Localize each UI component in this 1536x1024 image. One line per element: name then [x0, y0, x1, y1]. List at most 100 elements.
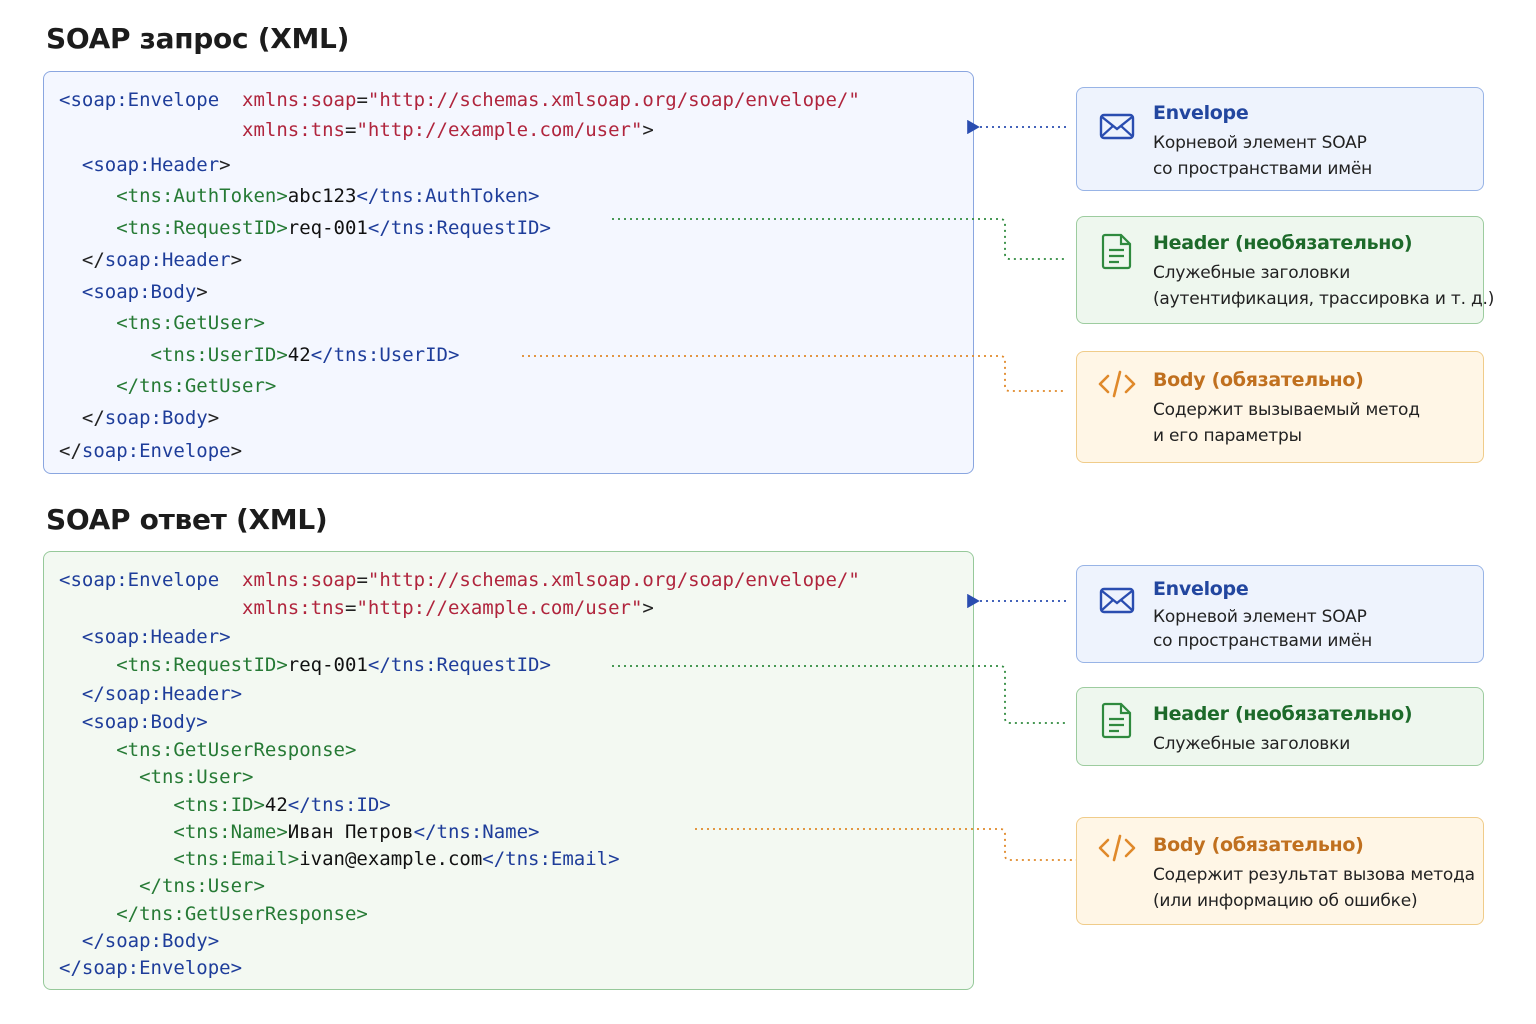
callout-text: Корневой элемент SOAP — [1153, 607, 1367, 627]
code-token — [59, 312, 116, 334]
code-line: </tns:GetUserResponse> — [59, 902, 368, 926]
request-header-callout: Header (необязательно) Служебные заголов… — [1076, 216, 1494, 324]
code-token — [59, 626, 82, 648]
code-line: <tns:AuthToken>abc123</tns:AuthToken> — [59, 184, 539, 208]
callout-title: Header (необязательно) — [1153, 232, 1413, 254]
code-token: <soap:Header> — [81, 626, 231, 648]
code-token — [59, 848, 173, 870]
request-code-panel: <soap:Envelope xmlns:soap="http://schema… — [43, 71, 974, 474]
code-token: "http://example.com/user" — [356, 119, 643, 141]
code-token: <soap:Header — [81, 154, 220, 176]
code-token: </soap:Header> — [81, 683, 243, 705]
code-token: = — [356, 89, 368, 111]
code-token: <tns:AuthToken> — [116, 185, 288, 207]
code-token: </ — [81, 407, 105, 429]
code-line: <tns:GetUser> — [59, 311, 265, 335]
callout-title: Envelope — [1153, 578, 1249, 600]
code-token: > — [230, 440, 243, 462]
code-icon — [1098, 834, 1136, 862]
callout-title: Body (обязательно) — [1153, 834, 1364, 856]
code-line: <tns:ID>42</tns:ID> — [59, 793, 390, 817]
code-token: </tns:AuthToken> — [356, 185, 540, 207]
code-token — [59, 794, 173, 816]
code-icon — [1098, 370, 1136, 398]
code-token: <tns:GetUserResponse> — [116, 739, 357, 761]
code-line: </soap:Envelope> — [59, 956, 242, 980]
code-line: xmlns:tns="http://example.com/user"> — [59, 118, 654, 142]
code-token — [59, 281, 82, 303]
code-token: soap:Header — [104, 249, 231, 271]
code-token — [59, 344, 151, 366]
code-token: <tns:GetUser> — [116, 312, 265, 334]
code-token: soap:Envelope — [81, 440, 231, 462]
code-line: </soap:Header> — [59, 682, 242, 706]
code-token — [59, 375, 116, 397]
callout-text: со пространствами имён — [1153, 631, 1373, 651]
code-token: = — [344, 597, 357, 619]
code-token — [59, 249, 82, 271]
code-line: xmlns:tns="http://example.com/user"> — [59, 596, 654, 620]
code-token: req-001 — [287, 654, 368, 676]
code-token: 42 — [287, 344, 311, 366]
code-token: soap:Body — [104, 407, 208, 429]
code-token — [59, 821, 173, 843]
code-token — [59, 407, 82, 429]
code-token: </tns:RequestID> — [367, 654, 551, 676]
code-token: "http://example.com/user" — [356, 597, 643, 619]
code-token: </tns:GetUser> — [116, 375, 277, 397]
code-token: <soap:Envelope — [59, 89, 220, 111]
code-token — [59, 711, 82, 733]
code-token: 42 — [264, 794, 288, 816]
response-envelope-callout: Envelope Корневой элемент SOAP со простр… — [1076, 565, 1484, 663]
code-line: </soap:Body> — [59, 929, 219, 953]
code-token — [59, 930, 82, 952]
code-token: > — [642, 119, 654, 141]
code-token: > — [219, 154, 231, 176]
code-token — [59, 875, 139, 897]
code-line: </tns:GetUser> — [59, 374, 276, 398]
code-token: </tns:Email> — [482, 848, 620, 870]
code-line: </tns:User> — [59, 874, 265, 898]
response-header-callout: Header (необязательно) Служебные заголов… — [1076, 687, 1484, 766]
code-line: <soap:Header> — [59, 153, 231, 177]
code-token: </tns:RequestID> — [367, 217, 551, 239]
code-token: <soap:Envelope — [59, 569, 220, 591]
code-token — [59, 154, 82, 176]
code-line: <tns:User> — [59, 765, 253, 789]
code-token — [59, 654, 116, 676]
code-line: </soap:Body> — [59, 406, 219, 430]
code-line: </soap:Header> — [59, 248, 242, 272]
code-token: </ — [59, 440, 82, 462]
code-token — [59, 119, 242, 141]
code-token — [59, 903, 116, 925]
response-section-title: SOAP ответ (XML) — [46, 503, 328, 536]
code-token: <tns:Name> — [173, 821, 288, 843]
envelope-icon — [1099, 113, 1135, 140]
code-token: </tns:GetUserResponse> — [116, 903, 368, 925]
code-token: xmlns:tns — [242, 119, 345, 141]
code-token — [219, 89, 242, 111]
code-token: req-001 — [287, 217, 368, 239]
code-token: Иван Петров — [287, 821, 414, 843]
code-token: </soap:Envelope> — [59, 957, 243, 979]
code-line: </soap:Envelope> — [59, 439, 242, 463]
code-line: <tns:UserID>42</tns:UserID> — [59, 343, 460, 367]
code-token: <soap:Body> — [81, 711, 208, 733]
code-token — [59, 766, 139, 788]
code-token: <tns:ID> — [173, 794, 265, 816]
request-body-callout: Body (обязательно) Содержит вызываемый м… — [1076, 351, 1484, 463]
code-line: <soap:Body> — [59, 710, 208, 734]
code-token: xmlns:soap — [242, 569, 357, 591]
code-token: </tns:User> — [139, 875, 265, 897]
envelope-icon — [1099, 587, 1135, 614]
callout-text: Содержит результат вызова метода — [1153, 865, 1475, 885]
callout-text: со пространствами имён — [1153, 159, 1373, 179]
callout-title: Header (необязательно) — [1153, 703, 1413, 725]
code-token — [59, 683, 82, 705]
code-token: <tns:RequestID> — [116, 654, 288, 676]
code-token: </tns:Name> — [413, 821, 540, 843]
document-icon — [1101, 702, 1132, 739]
code-token — [219, 569, 242, 591]
code-line: <tns:RequestID>req-001</tns:RequestID> — [59, 216, 551, 240]
document-icon — [1101, 233, 1132, 270]
